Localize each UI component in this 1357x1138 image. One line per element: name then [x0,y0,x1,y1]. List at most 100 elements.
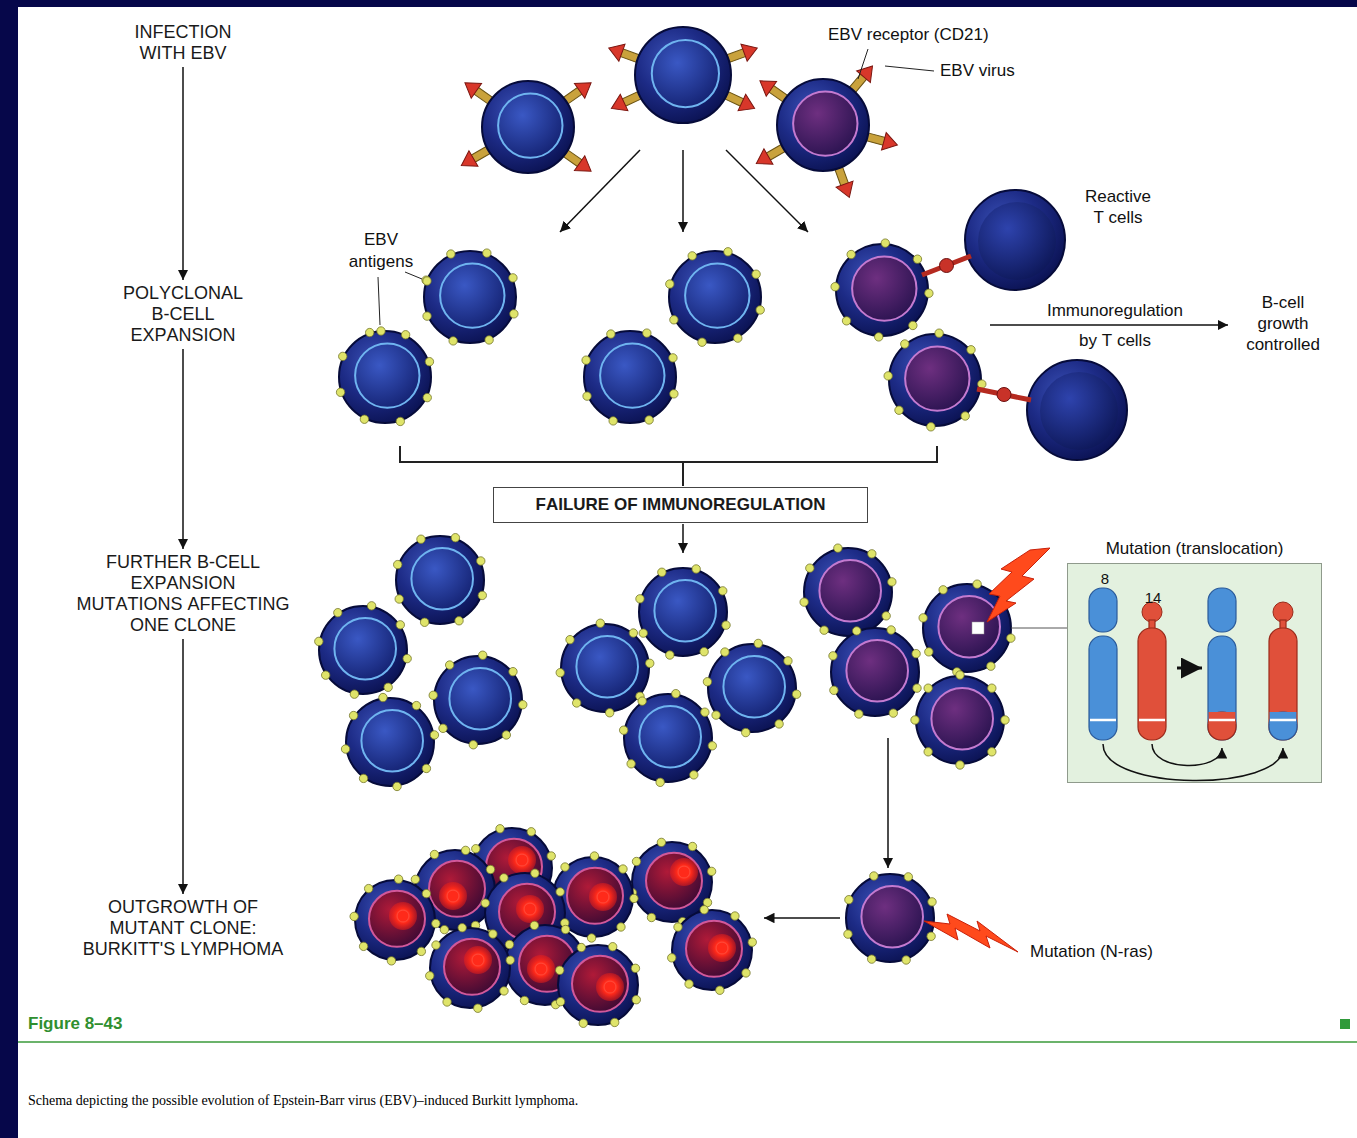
ebv-antigen [647,913,655,921]
cell-membrane [965,190,1065,290]
translocated-segment [1269,712,1297,740]
ebv-antigen [360,415,368,423]
ebv-antigen [579,1019,587,1027]
ebv-antigen [639,629,647,637]
ebv-antigen [430,850,438,858]
ebv-antigen [417,535,425,543]
ebv-antigen [556,997,564,1005]
mutant-glow [508,846,536,874]
ebv-antigen [447,250,455,258]
label-holder: Immunoregulation [1035,300,1195,321]
cell-membrane [434,656,522,744]
exchange-arrow [1152,744,1222,766]
ebv-virus [752,149,773,172]
b-cell [884,329,986,431]
nucleus [429,861,485,917]
ebv-antigen [868,550,876,558]
ebv-antigen [703,678,711,686]
t-cell-receptor [940,259,954,273]
ebv-antigen [412,701,420,709]
chromosome-number: 8 [1095,568,1115,589]
cell-membrane [339,331,431,423]
ebv-antigen [670,316,678,324]
stage-label: OUTGROWTH OF MUTANT CLONE: BURKITT'S LYM… [76,897,291,960]
nucleus [444,939,500,995]
b-cell [829,626,921,718]
ebv-antigen [423,277,431,285]
leader-line [378,277,380,325]
mutation-bolt [924,914,1018,952]
flow-arrow [726,150,808,232]
title-holder: Figure 8–43 [28,1014,123,1034]
ebv-antigen [321,671,329,679]
b-cell [800,544,896,640]
ebv-virus [574,156,596,179]
nucleus [861,886,923,948]
label-holder: EBV antigens [345,229,417,273]
ebv-antigen [631,964,639,972]
ebv-antigen [731,912,739,920]
label-holder: 8 [1095,568,1115,589]
ebv-antigen [889,709,897,717]
b-cell [315,602,412,699]
label-holder: EBV virus [940,60,1050,81]
nucleus [819,560,881,622]
label-holder: Mutation (N-ras) [1030,941,1205,962]
nucleus [498,93,562,157]
b-cell [422,249,518,345]
ebv-antigen [632,857,640,865]
caption-holder: Schema depicting the possible evolution … [28,1093,1328,1109]
ebv-antigen [582,356,590,364]
ebv-antigen [668,954,676,962]
t-cell-contact [922,256,971,275]
cell-membrane [836,244,928,336]
ebv-antigen [502,731,510,739]
ebv-antigen [700,906,708,914]
mutant-glow [708,934,736,962]
ebv-antigen [895,406,903,414]
ebv-antigen [909,321,917,329]
mutant-spot [536,964,547,975]
lymphoma-cell [668,906,757,995]
ebv-antigen [927,932,935,940]
b-cell [556,619,654,717]
label-holder: B-cell growth controlled [1237,292,1329,355]
ebv-antigen [432,941,440,949]
b-cell [394,534,487,627]
cell-membrane [708,644,796,732]
ebv-antigen [486,865,494,873]
ebv-antigen [607,330,615,338]
stage-label: INFECTION WITH EBV [118,22,248,64]
ebv-antigen [657,838,665,846]
ebv-antigen [596,619,604,627]
ebv-antigen [420,618,428,626]
cell-membrane [553,857,633,937]
label-holder: by T cells [1035,330,1195,351]
cell-membrane [319,606,407,694]
ebv-antigen [336,388,344,396]
ebv-antigen [852,627,860,635]
nucleus [646,853,702,909]
ebv-antigen [339,352,347,360]
chromosome-band [1209,719,1235,722]
b-cell [703,639,801,737]
nucleus [654,580,716,642]
ebv-antigen [912,649,920,657]
cell-membrane [396,536,484,624]
ebv-antigen [566,635,574,643]
node-text: POLYCLONAL B-CELL EXPANSION [113,283,253,346]
ebv-antigen [742,969,750,977]
ebv-antigen [721,648,729,656]
ebv-antigen [707,867,715,875]
ebv-virus [738,94,758,116]
derivative-chromosome-14 [1269,628,1297,740]
ebv-antigen [988,748,996,756]
translocated-segment [1270,712,1297,724]
ebv-virus [836,181,858,200]
mutant-glow [516,895,544,923]
translocated-segment [1209,712,1236,724]
ebv-antigen [867,955,875,963]
callout-label: by T cells [1035,330,1195,351]
ebv-antigen [519,701,527,709]
ebv-antigen [831,283,839,291]
